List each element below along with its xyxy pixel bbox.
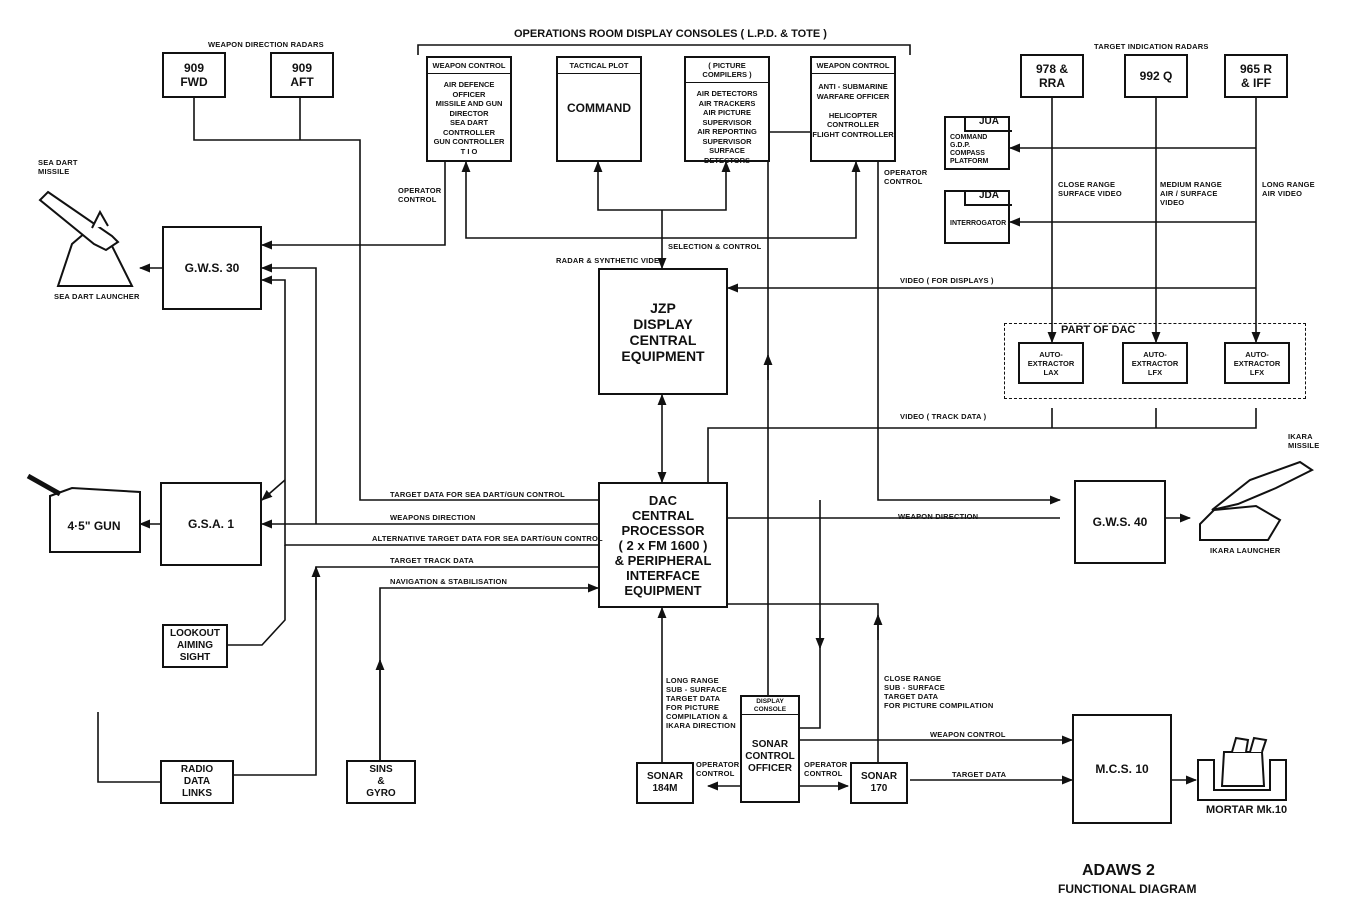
console-head: ( PICTURE COMPILERS ) (686, 58, 768, 83)
mortar-icon (1197, 736, 1287, 801)
diagram-title: ADAWS 2 (1082, 862, 1155, 879)
line-alt-target (260, 275, 598, 546)
operator-control-sonar1-label: OPERATOR CONTROL (696, 760, 740, 778)
radar-909-aft: 909 AFT (270, 52, 334, 98)
line-video-track (707, 408, 1257, 482)
jda-box: JDA INTERROGATOR (944, 190, 1012, 244)
dac-box: DAC CENTRAL PROCESSOR ( 2 x FM 1600 ) & … (598, 482, 728, 608)
ikara-launcher-label: IKARA LAUNCHER (1210, 546, 1281, 555)
lookout-aiming-sight-box: LOOKOUT AIMING SIGHT (162, 624, 228, 668)
nav-stab-label: NAVIGATION & STABILISATION (390, 577, 508, 586)
console-picture-compilers: ( PICTURE COMPILERS ) AIR DETECTORS AIR … (684, 56, 770, 165)
console-weapon-control-2: WEAPON CONTROL ANTI - SUBMARINE WARFARE … (810, 56, 896, 162)
mcs10-box: M.C.S. 10 (1072, 714, 1172, 824)
long-range-sub-label: LONG RANGE SUB - SURFACE TARGET DATA FOR… (666, 676, 736, 730)
line-radio-in (97, 712, 160, 783)
consoles-header: OPERATIONS ROOM DISPLAY CONSOLES ( L.P.D… (514, 28, 827, 40)
line-weapon-dir-down (800, 500, 821, 729)
part-of-dac-group (1004, 323, 1306, 399)
weapon-control-bottom-label: WEAPON CONTROL (930, 730, 1006, 739)
diagram-subtitle: FUNCTIONAL DIAGRAM (1058, 882, 1197, 896)
line-opctl-right (877, 162, 1062, 505)
jda-body: INTERROGATOR (950, 220, 1007, 227)
display-console-label: DISPLAY CONSOLE (742, 697, 798, 715)
line-weapons-dir-up (260, 263, 317, 524)
sonar-184m-box: SONAR 184M (636, 762, 694, 804)
target-indication-radars-header: TARGET INDICATION RADARS (1094, 42, 1209, 51)
console-head: WEAPON CONTROL (812, 58, 894, 74)
operator-control-sonar2-label: OPERATOR CONTROL (804, 760, 848, 778)
sea-dart-missile-label: SEA DART MISSILE (38, 158, 78, 176)
gun-icon (26, 473, 141, 553)
sonar-control-officer-box: DISPLAY CONSOLE SONAR CONTROL OFFICER (740, 695, 800, 803)
long-range-air-label: LONG RANGE AIR VIDEO (1262, 180, 1315, 198)
console-body: AIR DETECTORS AIR TRACKERS AIR PICTURE S… (696, 89, 758, 165)
alt-target-label: ALTERNATIVE TARGET DATA FOR SEA DART/GUN… (372, 534, 603, 543)
medium-range-label: MEDIUM RANGE AIR / SURFACE VIDEO (1160, 180, 1222, 207)
jua-body: COMMAND G.D.P. COMPASS PLATFORM (950, 134, 989, 165)
console-body: COMMAND (567, 101, 631, 115)
console-tactical-plot: TACTICAL PLOT COMMAND (556, 56, 642, 162)
sea-dart-launcher-label: SEA DART LAUNCHER (54, 292, 140, 301)
gsa1-box: G.S.A. 1 (160, 482, 262, 566)
target-track-label: TARGET TRACK DATA (390, 556, 474, 565)
weapon-direction-right-label: WEAPON DIRECTION (898, 512, 979, 521)
jda-title: JDA (964, 190, 1012, 206)
console-body: AIR DEFENCE OFFICER MISSILE AND GUN DIRE… (433, 80, 505, 156)
auto-extractor-lfx-1: AUTO- EXTRACTOR LFX (1122, 342, 1188, 384)
operator-control-right-label: OPERATOR CONTROL (884, 168, 928, 186)
line-sonar170-up (728, 603, 879, 762)
sea-dart-launcher-icon (38, 190, 134, 287)
line-alt-target-gsa (261, 479, 286, 501)
gws40-box: G.W.S. 40 (1074, 480, 1166, 564)
part-of-dac-label: PART OF DAC (1058, 324, 1139, 336)
line-cons2 (593, 160, 731, 211)
gws30-box: G.W.S. 30 (162, 226, 262, 310)
ikara-missile-label: IKARA MISSILE (1288, 432, 1320, 450)
radar-992-box: 992 Q (1124, 54, 1188, 98)
console-bracket (417, 44, 911, 55)
line-909fwd (193, 98, 598, 501)
target-data-seadart-label: TARGET DATA FOR SEA DART/GUN CONTROL (390, 490, 565, 499)
console-weapon-control-1: WEAPON CONTROL AIR DEFENCE OFFICER MISSI… (426, 56, 512, 162)
console-head: WEAPON CONTROL (428, 58, 510, 74)
line-opctl-left (260, 162, 446, 250)
mortar-label: MORTAR Mk.10 (1206, 804, 1288, 816)
line-console-bus (461, 160, 861, 239)
close-range-sub-label: CLOSE RANGE SUB - SURFACE TARGET DATA FO… (884, 674, 994, 710)
jzp-box: JZP DISPLAY CENTRAL EQUIPMENT (598, 268, 728, 395)
video-displays-label: VIDEO ( FOR DISPLAYS ) (900, 276, 994, 285)
jua-box: JUA COMMAND G.D.P. COMPASS PLATFORM (944, 116, 1012, 170)
radar-synthetic-video-label: RADAR & SYNTHETIC VIDEO (556, 256, 666, 265)
close-range-surface-label: CLOSE RANGE SURFACE VIDEO (1058, 180, 1122, 198)
line-target-track (234, 566, 598, 776)
ikara-launcher-icon (1199, 460, 1314, 541)
auto-extractor-lax: AUTO- EXTRACTOR LAX (1018, 342, 1084, 384)
radar-965-box: 965 R & IFF (1224, 54, 1288, 98)
sins-gyro-box: SINS & GYRO (346, 760, 416, 804)
video-track-label: VIDEO ( TRACK DATA ) (900, 412, 987, 421)
operator-control-left-label: OPERATOR CONTROL (398, 186, 442, 204)
auto-extractor-lfx-2: AUTO- EXTRACTOR LFX (1224, 342, 1290, 384)
radar-978-box: 978 & RRA (1020, 54, 1084, 98)
console-head: TACTICAL PLOT (558, 58, 640, 74)
weapon-direction-radars-header: WEAPON DIRECTION RADARS (208, 40, 324, 49)
sonar-170-box: SONAR 170 (850, 762, 908, 804)
radar-909-fwd: 909 FWD (162, 52, 226, 98)
gun-label: 4·5" GUN (67, 519, 121, 533)
line-nav (379, 583, 600, 762)
radio-data-links-box: RADIO DATA LINKS (160, 760, 234, 804)
line-lookout (228, 545, 286, 646)
target-data-bottom-label: TARGET DATA (952, 770, 1007, 779)
console-body: ANTI - SUBMARINE WARFARE OFFICER HELICOP… (812, 82, 894, 139)
line-display-console (767, 131, 855, 695)
selection-control-label: SELECTION & CONTROL (668, 242, 762, 251)
jua-title: JUA (964, 116, 1012, 132)
weapons-direction-label: WEAPONS DIRECTION (390, 513, 476, 522)
